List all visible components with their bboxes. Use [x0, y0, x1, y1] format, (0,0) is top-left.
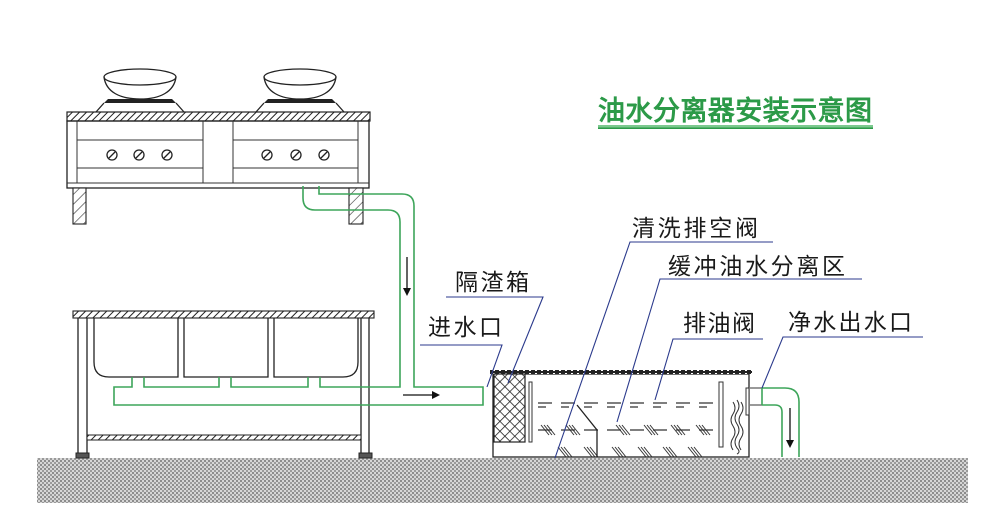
wok-left: [95, 68, 185, 113]
outlet-piping: [761, 387, 800, 457]
drain-piping: [113, 186, 484, 406]
knob-icon: [106, 149, 118, 161]
title-underline-light: [598, 125, 873, 128]
knob-icon: [161, 149, 173, 161]
water-hatch-mark: [565, 424, 581, 436]
title-text: 油水分离器安装示意图: [598, 95, 872, 127]
sink-stub-pipe: [143, 377, 220, 388]
water-marks: [540, 424, 711, 458]
leader-line: [554, 241, 773, 459]
sink-leg-right: [358, 318, 373, 459]
label-drain-valve: 清洗排空阀: [554, 216, 773, 459]
stove-countertop: [66, 111, 371, 122]
water-hatch-mark: [540, 424, 556, 436]
label-screen-box-text: 隔渣箱: [455, 270, 529, 296]
separator-tank: [490, 370, 762, 458]
leader-line: [446, 296, 544, 384]
knob-icon: [261, 149, 273, 161]
sink-basin-1: [93, 318, 179, 378]
water-hatch-mark: [670, 424, 686, 436]
wave-filter-icon: [730, 399, 744, 455]
outlet-pipe-inner: [762, 404, 783, 457]
diagram-title: 油水分离器安装示意图: [598, 95, 873, 129]
water-hatch-mark: [583, 446, 599, 458]
wok-right: [255, 68, 345, 113]
leader-line: [654, 338, 763, 401]
sink-table: [72, 310, 375, 459]
sink-leg-left: [75, 318, 90, 459]
outlet-baffle: [718, 381, 724, 448]
label-screen-box: 隔渣箱: [446, 270, 544, 384]
label-inlet: 进水口: [420, 315, 503, 388]
stove-knobs: [106, 149, 330, 161]
stove-drain-pipe-inner: [113, 186, 484, 406]
leader-line: [420, 344, 503, 388]
water-hatch-mark: [557, 446, 573, 458]
inlet-baffle: [528, 381, 533, 443]
water-hatch-mark: [611, 446, 627, 458]
water-hatch-mark: [695, 424, 711, 436]
water-hatch-mark: [643, 424, 659, 436]
water-hatch-mark: [662, 446, 678, 458]
label-buffer-zone: 缓冲油水分离区: [616, 254, 862, 423]
label-oil-valve-text: 排油阀: [683, 311, 755, 337]
knob-icon: [290, 149, 302, 161]
separator-lid: [490, 370, 752, 374]
outlet-stub: [750, 387, 762, 406]
knob-icon: [318, 149, 330, 161]
label-oil-valve: 排油阀: [654, 311, 763, 401]
stove-drain-pipe-outer: [302, 186, 401, 388]
label-outlet: 净水出水口: [761, 310, 923, 389]
sink-countertop: [72, 310, 375, 319]
title-underline-dark: [598, 127, 873, 129]
sink-basin-2: [183, 318, 269, 378]
sink-lower-shelf: [86, 434, 362, 441]
label-drain-valve-text: 清洗排空阀: [632, 216, 758, 242]
outlet-flange: [745, 387, 750, 416]
label-outlet-text: 净水出水口: [788, 310, 912, 336]
outlet-pipe-outer: [762, 387, 800, 457]
sink-basin-3: [273, 318, 359, 378]
angled-baffle: [576, 404, 598, 457]
sink-stub-pipe: [230, 377, 309, 388]
stove-leg-left: [72, 187, 87, 225]
label-inlet-text: 进水口: [428, 315, 502, 341]
water-hatch-mark: [687, 446, 703, 458]
leader-line: [761, 336, 923, 389]
stove-leg-right: [348, 187, 364, 225]
stove: [66, 68, 371, 225]
stove-body: [66, 120, 370, 189]
water-hatch-mark: [637, 446, 653, 458]
knob-icon: [133, 149, 145, 161]
water-hatch-mark: [615, 424, 631, 436]
leader-line: [616, 278, 862, 423]
screen-basket: [493, 373, 526, 443]
ground-floor: [37, 458, 968, 503]
label-buffer-zone-text: 缓冲油水分离区: [668, 254, 845, 280]
